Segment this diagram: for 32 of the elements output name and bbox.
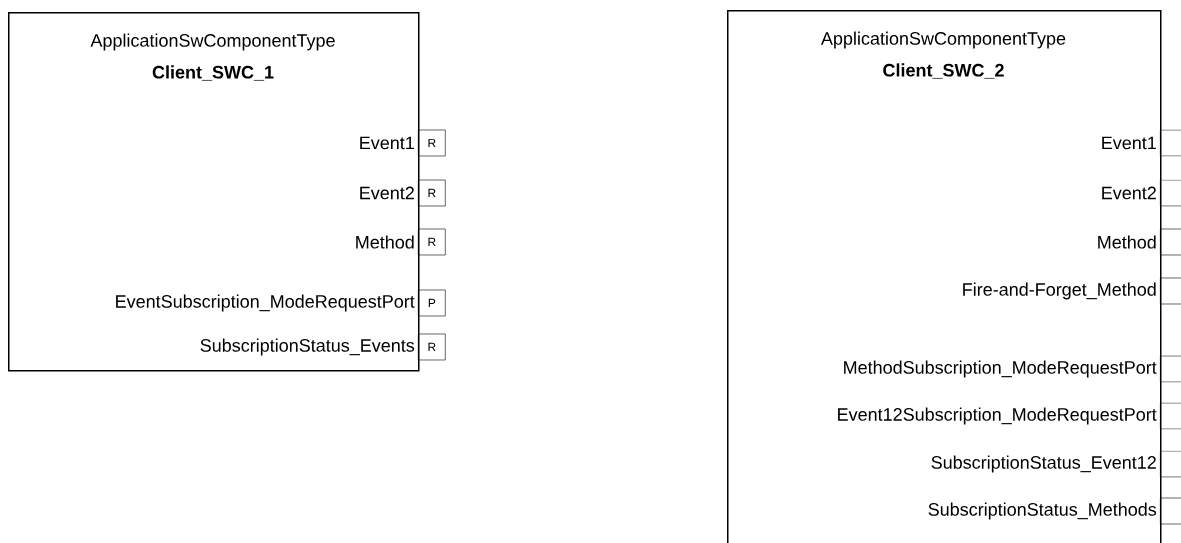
component-type: ApplicationSwComponentType xyxy=(90,33,335,51)
port-label: Method xyxy=(1098,235,1156,249)
port-label: SubscriptionStatus_Methods xyxy=(928,502,1157,520)
component-type: ApplicationSwComponentType xyxy=(820,31,1066,49)
port-box: R xyxy=(418,129,446,157)
port-box xyxy=(1160,450,1181,478)
port-label: Event1 xyxy=(360,136,414,150)
port-label: Fire-and-Forget_Method xyxy=(963,282,1156,300)
port-label: Event1 xyxy=(1102,136,1156,150)
port-label: Event2 xyxy=(360,186,414,200)
component-title: Client_SWC_1 xyxy=(152,65,274,81)
port-box xyxy=(1160,497,1181,525)
port-box: R xyxy=(418,228,446,256)
port-label: Event2 xyxy=(1102,186,1156,200)
port-label: Method xyxy=(356,235,414,249)
port-box xyxy=(1160,129,1181,157)
port-box: R xyxy=(418,333,446,361)
port-box xyxy=(1160,228,1181,256)
port-label: SubscriptionStatus_Events xyxy=(200,338,415,356)
component-title: Client_SWC_2 xyxy=(883,63,1004,79)
port-box xyxy=(1160,277,1181,305)
port-label: MethodSubscription_ModeRequestPort xyxy=(844,360,1157,378)
component-box xyxy=(727,10,1162,543)
port-label: SubscriptionStatus_Event12 xyxy=(931,455,1156,473)
port-box: P xyxy=(418,289,446,317)
port-box xyxy=(1160,179,1181,207)
port-label: Event12Subscription_ModeRequestPort xyxy=(838,407,1157,425)
component-box xyxy=(8,12,420,372)
port-label: EventSubscription_ModeRequestPort xyxy=(116,294,415,312)
port-box xyxy=(1160,355,1181,383)
port-box xyxy=(1160,402,1181,430)
port-box: R xyxy=(418,179,446,207)
